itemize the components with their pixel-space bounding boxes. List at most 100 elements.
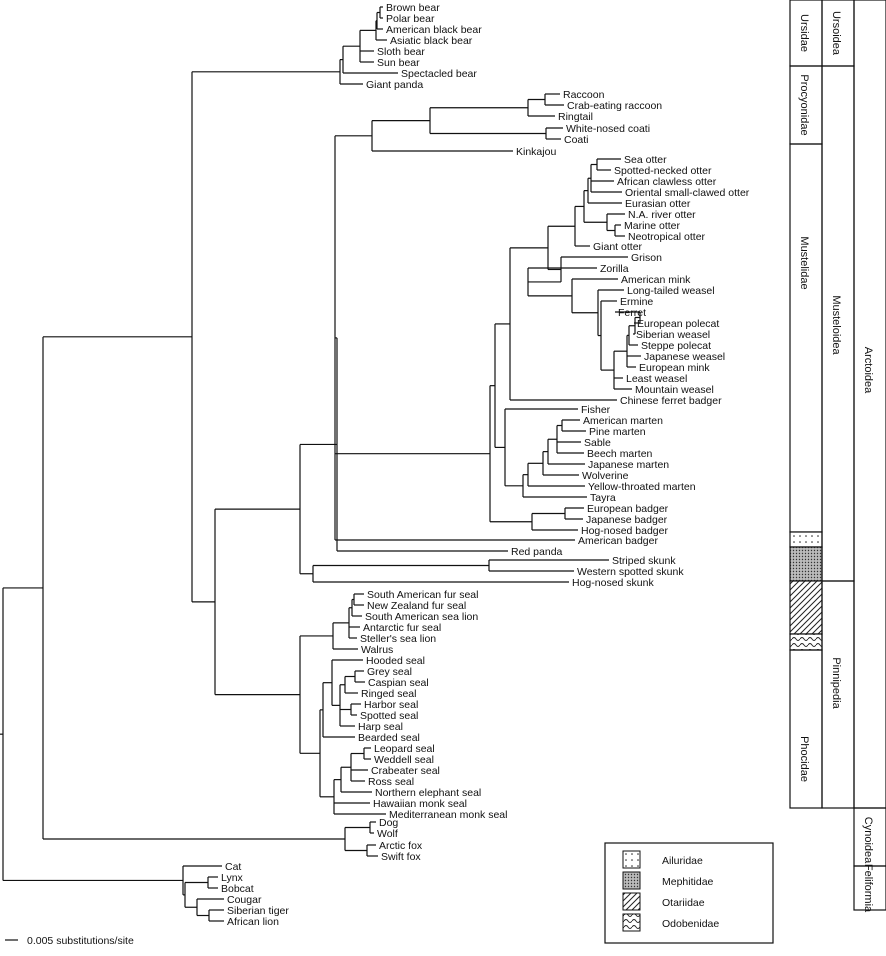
label-pinnipedia: Pinnipedia [830, 657, 842, 709]
tip-label: Steppe polecat [641, 340, 711, 352]
tip-label: Giant panda [366, 79, 423, 91]
tip-label: Dog [379, 817, 398, 829]
legend-swatch-odobenidae [622, 913, 641, 932]
tip-label: Long-tailed weasel [627, 285, 715, 297]
tip-label: American black bear [386, 24, 482, 36]
label-mustelidae: Mustelidae [798, 236, 810, 289]
tip-label: African lion [227, 916, 279, 928]
tip-label: Ferret [618, 307, 646, 319]
tip-label: Hog-nosed skunk [572, 577, 654, 589]
tip-label: Zorilla [600, 263, 629, 275]
tip-label: Raccoon [563, 89, 605, 101]
label-procyonidae: Procyonidae [798, 74, 810, 135]
tip-label: Harbor seal [364, 699, 418, 711]
tip-label: Spotted-necked otter [614, 165, 712, 177]
band-odobenidae [789, 633, 823, 651]
tip-label: Grison [631, 252, 662, 264]
tip-label: Caspian seal [368, 677, 429, 689]
tip-label: Brown bear [386, 2, 440, 14]
tip-label: Ringed seal [361, 688, 416, 700]
tip-label: European polecat [637, 318, 719, 330]
band-phocidae [789, 649, 823, 809]
legend-swatch-ailuridae [622, 850, 641, 869]
tip-label: Eurasian otter [625, 198, 691, 210]
tip-label: Fisher [581, 404, 611, 416]
band-ailuridae [789, 531, 823, 548]
tip-label: Oriental small-clawed otter [625, 187, 750, 199]
tip-label: Sun bear [377, 57, 420, 69]
tip-label: Red panda [511, 546, 563, 558]
tip-label: American badger [578, 535, 658, 547]
tip-label: Wolf [377, 828, 398, 840]
tip-label: American marten [583, 415, 663, 427]
tip-label: Cougar [227, 894, 262, 906]
tip-label: Yellow-throated marten [588, 481, 696, 493]
tip-label: Japanese marten [588, 459, 669, 471]
legend-label-ailuridae: Ailuridae [662, 855, 703, 867]
tip-label: White-nosed coati [566, 123, 650, 135]
label-feliformia: Feliformia [862, 864, 874, 913]
tip-label: Asiatic black bear [390, 35, 473, 47]
tip-label: Pine marten [589, 426, 646, 438]
tip-label: South American sea lion [365, 611, 478, 623]
tip-label: Leopard seal [374, 743, 435, 755]
tip-label: Siberian weasel [636, 329, 710, 341]
legend-label-odobenidae: Odobenidae [662, 918, 719, 930]
tip-label: Hog-nosed badger [581, 525, 668, 537]
tip-label: Sloth bear [377, 46, 425, 58]
tip-label: Japanese weasel [644, 351, 725, 363]
legend-label-otariidae: Otariidae [662, 897, 705, 909]
label-phocidae: Phocidae [798, 736, 810, 782]
tip-label: Polar bear [386, 13, 435, 25]
tip-label: Lynx [221, 872, 244, 884]
label-cynoidea: Cynoidea [862, 817, 874, 864]
tip-label: European badger [587, 503, 669, 515]
pattern-legend: Ailuridae Mephitidae Otariidae Odobenida… [604, 842, 774, 944]
tip-label: Hooded seal [366, 655, 425, 667]
tip-label: Japanese badger [586, 514, 668, 526]
classification-columns: Ursidae Procyonidae Mustelidae Phocidae … [789, 0, 886, 913]
tip-label: Giant otter [593, 241, 643, 253]
label-ursoidea: Ursoidea [830, 11, 842, 56]
tip-label: Steller's sea lion [360, 633, 436, 645]
legend-swatch-otariidae [622, 892, 641, 911]
scale-bar-label: 0.005 substitutions/site [27, 935, 134, 947]
tip-label: Swift fox [381, 851, 421, 863]
tip-label: Wolverine [582, 470, 629, 482]
tip-label: Ermine [620, 296, 653, 308]
tip-label: Western spotted skunk [577, 566, 684, 578]
tip-label: Grey seal [367, 666, 412, 678]
tip-label: Spectacled bear [401, 68, 477, 80]
tip-label: African clawless otter [617, 176, 717, 188]
tip-label: Weddell seal [374, 754, 434, 766]
tip-label: Antarctic fur seal [363, 622, 441, 634]
tip-label: Least weasel [626, 373, 687, 385]
band-mustelidae [789, 143, 823, 533]
tip-label: N.A. river otter [628, 209, 696, 221]
tip-label: Northern elephant seal [375, 787, 481, 799]
tip-label: Mountain weasel [635, 384, 714, 396]
tip-label: Beech marten [587, 448, 653, 460]
tip-label: Bobcat [221, 883, 254, 895]
label-ursidae: Ursidae [798, 14, 810, 52]
tip-label: Crabeater seal [371, 765, 440, 777]
tip-label: Hawaiian monk seal [373, 798, 467, 810]
band-otariidae [789, 580, 823, 635]
tip-label: American mink [621, 274, 691, 286]
tip-label: Walrus [361, 644, 393, 656]
label-arctoidea: Arctoidea [862, 347, 874, 394]
tip-label: Marine otter [624, 220, 681, 232]
tip-label: Spotted seal [360, 710, 418, 722]
band-arctoidea [853, 0, 886, 809]
tip-label: Sea otter [624, 154, 667, 166]
tip-label: Neotropical otter [628, 231, 706, 243]
tip-label: Striped skunk [612, 555, 676, 567]
tip-label: Mediterranean monk seal [389, 809, 507, 821]
tip-label: Tayra [590, 492, 616, 504]
legend-label-mephitidae: Mephitidae [662, 876, 714, 888]
tip-label: New Zealand fur seal [367, 600, 466, 612]
tip-label: Ringtail [558, 111, 593, 123]
band-mephitidae [789, 546, 823, 582]
